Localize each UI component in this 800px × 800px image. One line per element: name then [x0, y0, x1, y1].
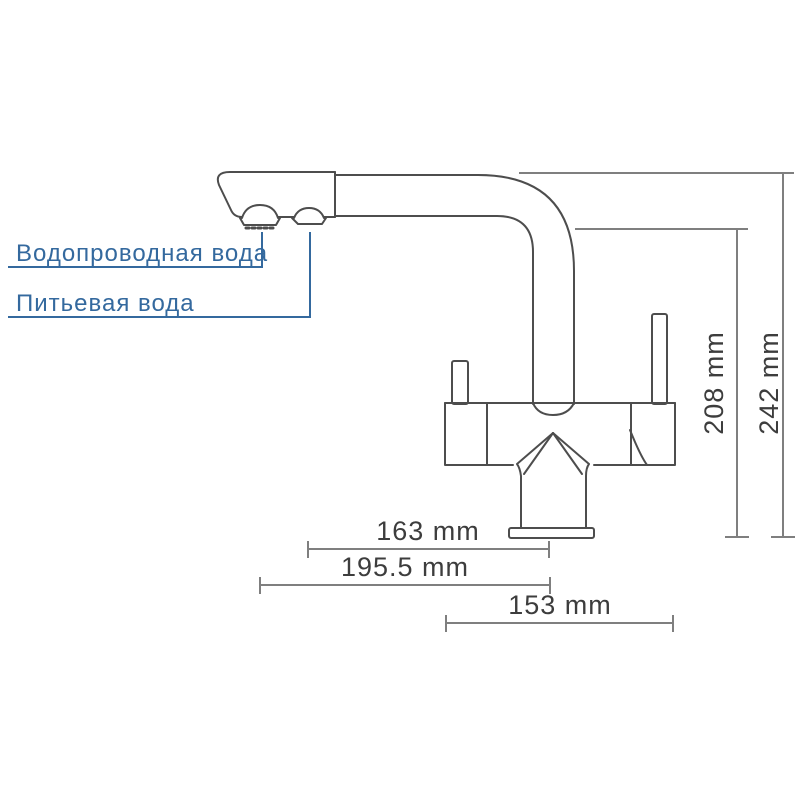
dimension-195-5 [259, 577, 551, 594]
tap-water-aerator [239, 204, 281, 226]
drinking-water-label: Питьевая вода [16, 290, 195, 317]
spout-arm-inner [334, 215, 534, 405]
funnel-right-edge [552, 432, 590, 529]
right-lever-handle [651, 313, 668, 405]
dimension-label-163: 163 mm [376, 516, 480, 546]
dimension-lines [259, 172, 795, 632]
faucet-outline [216, 171, 676, 539]
body-right-edge [593, 402, 676, 466]
funnel-left-edge [516, 432, 554, 529]
right-valve-seam [629, 429, 648, 466]
drinking-water-aerator [291, 207, 327, 225]
tap-water-leader-line [8, 232, 263, 268]
dimension-242 [519, 172, 795, 538]
left-lever-handle [451, 360, 469, 405]
spout-head [216, 171, 336, 218]
dimension-163 [307, 541, 550, 558]
dimension-label-242: 242 mm [754, 331, 784, 435]
dimension-208 [575, 228, 749, 538]
dimension-label-195-5: 195.5 mm [341, 552, 469, 582]
riser-collar [532, 402, 575, 416]
base-flange [508, 527, 595, 539]
drinking-water-leader-line [8, 232, 311, 318]
funnel-left-inner-line [523, 432, 554, 475]
dimension-153 [445, 615, 674, 632]
tap-water-label: Водопроводная вода [16, 240, 268, 267]
spout-arm-outer [334, 174, 575, 405]
body-left-edge [444, 402, 514, 466]
dimension-label-208: 208 mm [699, 331, 729, 435]
dimension-label-153: 153 mm [508, 590, 612, 620]
callout-leader-lines [8, 232, 311, 318]
funnel-right-inner-line [552, 432, 583, 475]
